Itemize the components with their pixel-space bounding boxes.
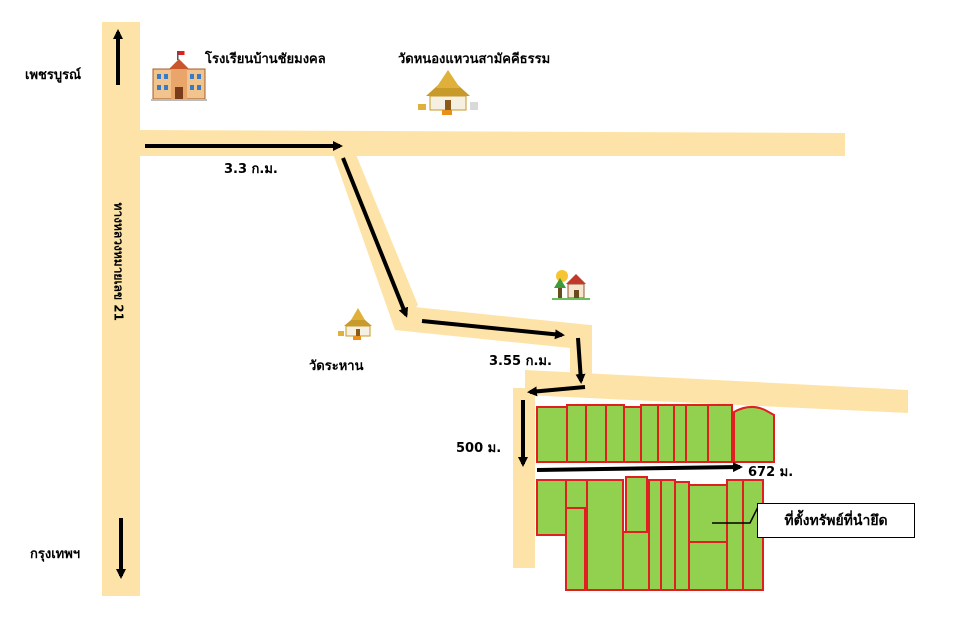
short-south-road: [570, 325, 592, 378]
arrow-segment-down: [575, 337, 586, 384]
route-arrows: [113, 29, 743, 579]
plot: [565, 507, 586, 591]
school-building-icon: [151, 51, 207, 101]
school-label: โรงเรียนบ้านชัยมงคล: [205, 52, 326, 67]
temple-mid-label: วัดระหาน: [309, 359, 364, 374]
plot: [688, 484, 728, 543]
plot: [622, 531, 650, 591]
plot: [660, 479, 676, 591]
roads: [102, 22, 908, 596]
plot: [640, 404, 659, 463]
arrow-segment-diagonal: [341, 157, 409, 318]
east-road-south: [525, 370, 908, 413]
lane-road: [513, 388, 535, 568]
property-plots: [536, 404, 775, 591]
south-direction-label: กรุงเทพฯ: [30, 547, 81, 562]
property-callout: ที่ตั้งทรัพย์ที่นำยึด: [757, 503, 915, 538]
plot: [605, 404, 625, 463]
plot: [685, 404, 709, 463]
plot: [536, 479, 567, 536]
plot: [657, 404, 675, 463]
arrow-segment-2: [421, 319, 565, 340]
plot: [674, 481, 690, 591]
temple-north-label: วัดหนองแหวนสามัคคีธรรม: [398, 52, 551, 67]
plot: [673, 404, 687, 463]
distance-segment-3: 500 ม.: [456, 441, 502, 456]
plot: [625, 476, 648, 533]
north-direction-label: เพชรบูรณ์: [25, 68, 82, 83]
plot: [586, 479, 624, 591]
leader-line: [712, 506, 759, 524]
house-icon: [552, 270, 590, 300]
plot: [536, 406, 568, 463]
plot: [688, 541, 728, 591]
distance-segment-2: 3.55 ก.ม.: [489, 354, 552, 369]
plot: [733, 406, 775, 463]
arrow-segment-4: [536, 462, 743, 473]
temple-icon: [418, 70, 478, 115]
distance-segment-4: 672 ม.: [748, 465, 794, 480]
plot: [623, 406, 642, 463]
east-road-north: [135, 130, 845, 156]
plot: [585, 404, 607, 463]
plot: [566, 404, 587, 463]
highway-21-road: [102, 22, 140, 596]
plot: [565, 479, 588, 509]
arrow-segment-west: [527, 385, 586, 397]
callout-leader: [712, 506, 759, 524]
plot: [726, 479, 744, 591]
plot: [707, 404, 733, 463]
temple-icon: [338, 308, 372, 340]
highway-label: ทางหลวงหมายเลข 21: [111, 202, 126, 322]
distance-segment-1: 3.3 ก.ม.: [224, 162, 278, 177]
plot: [648, 479, 662, 591]
